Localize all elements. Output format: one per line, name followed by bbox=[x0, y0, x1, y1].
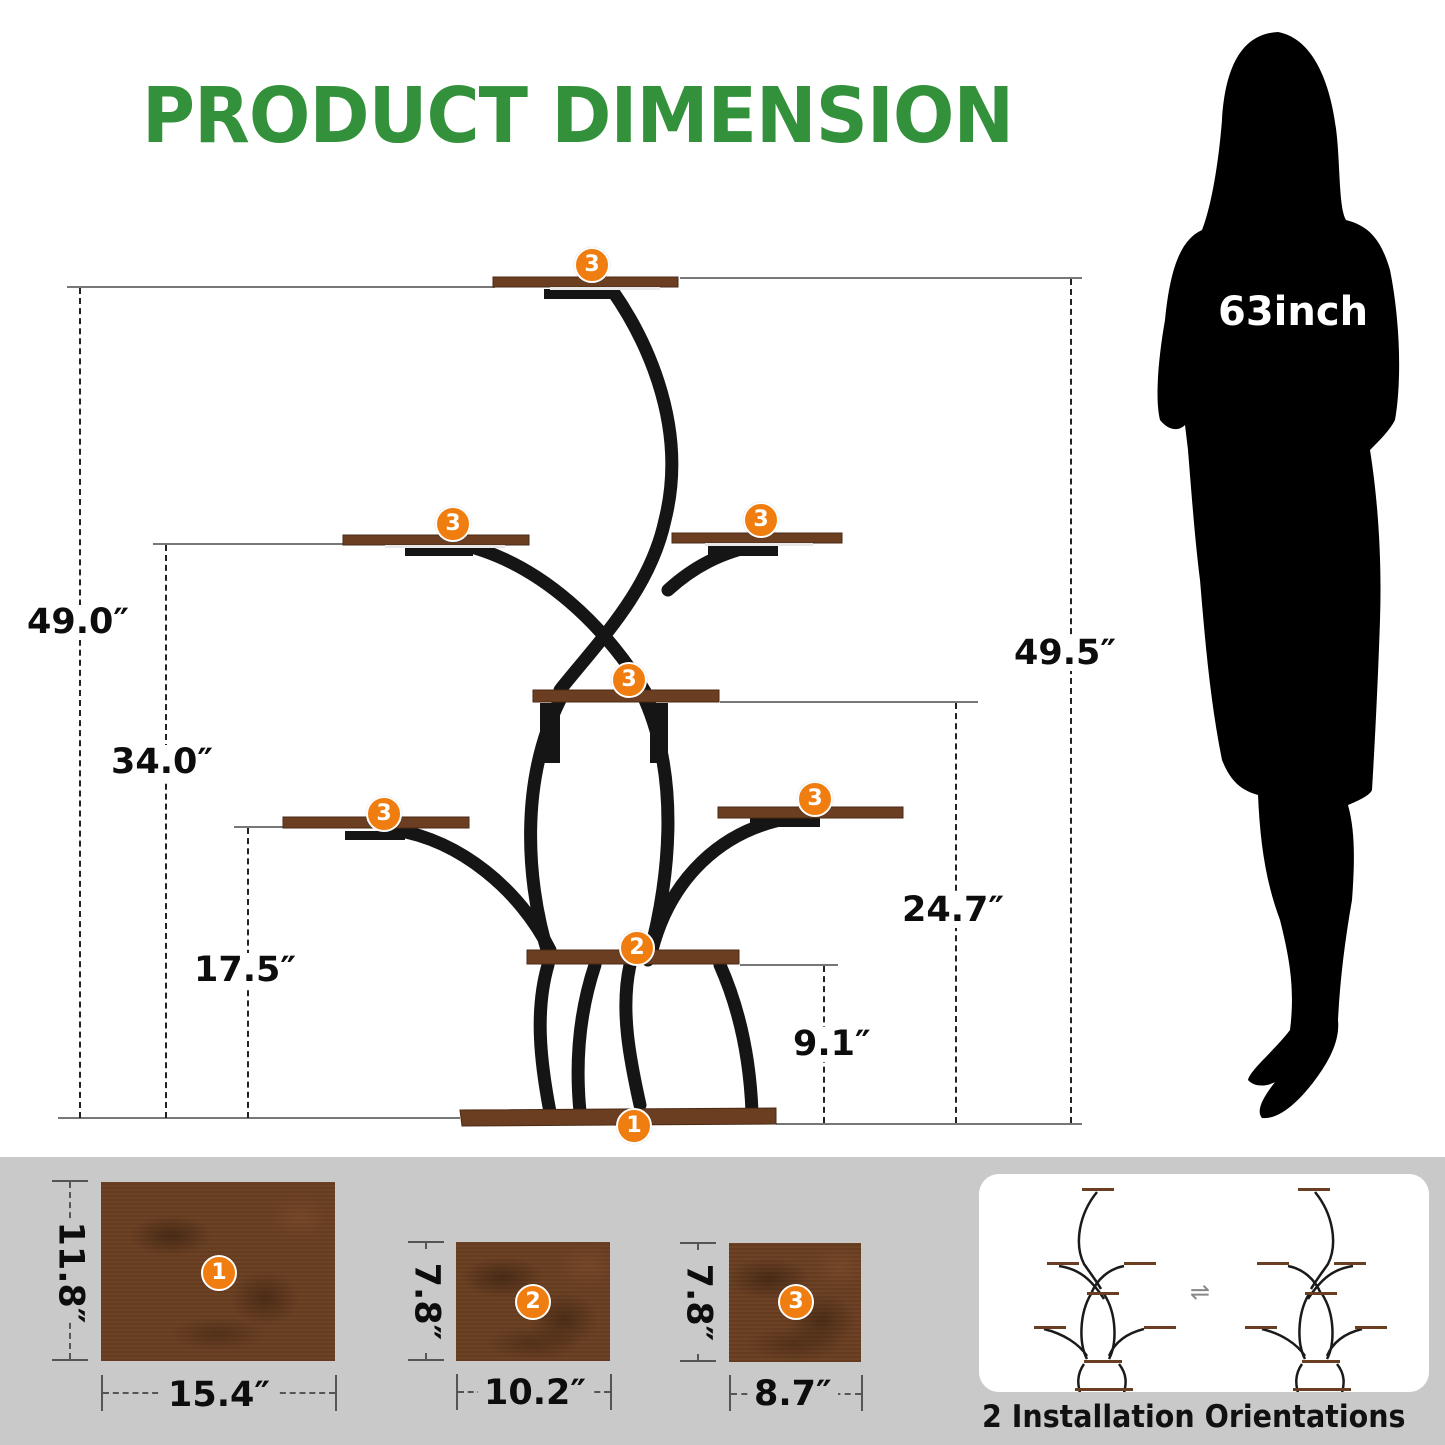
dim-middle: 24.7″ bbox=[902, 890, 1004, 930]
page-title: PRODUCT DIMENSION bbox=[142, 72, 1014, 161]
dim-overall-right: 49.5″ bbox=[1014, 633, 1116, 673]
tick bbox=[680, 1242, 716, 1244]
tick bbox=[52, 1180, 88, 1182]
shelf-1-width: 15.4″ bbox=[160, 1378, 278, 1413]
shelf-2-width: 10.2″ bbox=[478, 1376, 592, 1411]
dash-49-5 bbox=[1070, 279, 1072, 1123]
tick bbox=[680, 1360, 716, 1362]
shelf-3-width: 8.7″ bbox=[748, 1377, 838, 1412]
dim-upper-side: 34.0″ bbox=[111, 742, 213, 782]
tick bbox=[52, 1359, 88, 1361]
lower-shelf-guide bbox=[234, 826, 284, 828]
woman-silhouette-icon bbox=[1157, 32, 1400, 1119]
tick bbox=[456, 1374, 458, 1410]
middle-shelf-guide bbox=[720, 701, 978, 703]
shelf-3-badge: 3 bbox=[778, 1284, 814, 1320]
swap-arrows-icon: ⇌ bbox=[1190, 1278, 1211, 1306]
badge-lower-left-shelf: 3 bbox=[366, 796, 402, 832]
shelf-2-depth: 7.8″ bbox=[407, 1251, 447, 1352]
top-guide-right bbox=[680, 277, 1082, 279]
tick bbox=[101, 1375, 103, 1411]
shelf-3-depth: 7.8″ bbox=[679, 1252, 719, 1353]
badge-top-shelf: 3 bbox=[574, 247, 610, 283]
badge-upper-left-shelf: 3 bbox=[435, 506, 471, 542]
tick bbox=[408, 1241, 444, 1243]
dim-second: 9.1″ bbox=[793, 1024, 871, 1064]
tick bbox=[861, 1375, 863, 1411]
dash-34-0 bbox=[165, 545, 167, 1118]
shelf-1-badge: 1 bbox=[201, 1255, 237, 1291]
orientation-b bbox=[1245, 1188, 1387, 1392]
second-shelf-guide bbox=[740, 964, 838, 966]
baseline-left bbox=[58, 1117, 460, 1119]
dim-lower-side: 17.5″ bbox=[194, 950, 296, 990]
dim-overall-left: 49.0″ bbox=[27, 602, 129, 642]
badge-lower-right-shelf: 3 bbox=[797, 781, 833, 817]
orientation-diagrams bbox=[1034, 1188, 1387, 1392]
dash-49-0 bbox=[79, 288, 81, 1118]
shelf-1-depth: 11.8″ bbox=[50, 1221, 91, 1324]
shelf-2-badge: 2 bbox=[515, 1284, 551, 1320]
badge-second-shelf: 2 bbox=[619, 930, 655, 966]
person-height-label: 63inch bbox=[1218, 289, 1369, 335]
orientations-card bbox=[979, 1174, 1429, 1392]
baseline-right bbox=[776, 1123, 1082, 1125]
upper-shelf-guide bbox=[153, 543, 345, 545]
orientation-a bbox=[1034, 1188, 1176, 1392]
badge-middle-shelf: 3 bbox=[611, 662, 647, 698]
tick bbox=[335, 1375, 337, 1411]
badge-base-shelf: 1 bbox=[616, 1108, 652, 1144]
tick bbox=[408, 1359, 444, 1361]
orientations-caption: 2 Installation Orientations bbox=[982, 1399, 1406, 1435]
tick bbox=[610, 1374, 612, 1410]
badge-upper-right-shelf: 3 bbox=[743, 502, 779, 538]
top-guide-left bbox=[67, 286, 495, 288]
tick bbox=[729, 1375, 731, 1411]
